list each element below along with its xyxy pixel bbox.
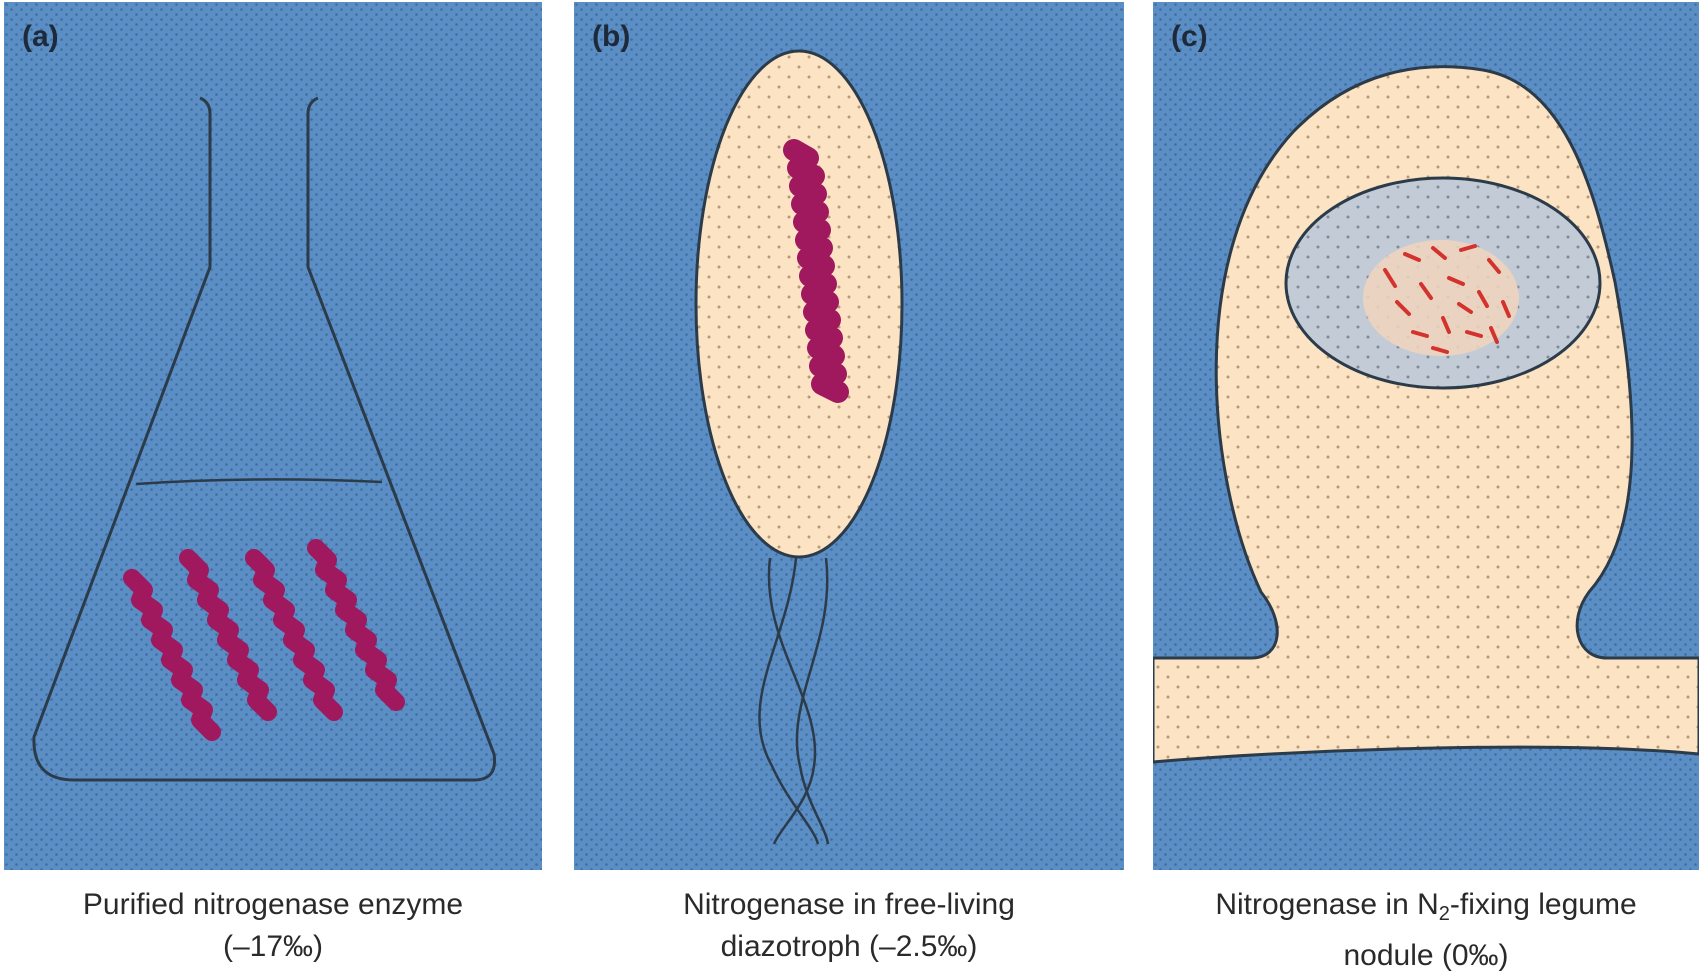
nodule-illustration — [1153, 2, 1699, 870]
panel-label: (a) — [22, 20, 59, 54]
caption-line: (–17‰) — [4, 926, 542, 968]
caption-purified-enzyme: Purified nitrogenase enzyme (–17‰) — [4, 884, 542, 968]
caption-line: nodule (0‰) — [1153, 935, 1699, 977]
caption-text-pre: Nitrogenase in N — [1215, 888, 1438, 921]
panel-legume-nodule: (c) — [1153, 2, 1699, 870]
caption-line: diazotroph (–2.5‰) — [574, 926, 1124, 968]
caption-line: Nitrogenase in free-living — [574, 884, 1124, 926]
panel-purified-enzyme: (a) — [4, 2, 542, 870]
flask-illustration — [4, 2, 542, 870]
caption-line: Purified nitrogenase enzyme — [4, 884, 542, 926]
panel-label: (c) — [1171, 20, 1208, 54]
caption-legume-nodule: Nitrogenase in N2-fixing legume nodule (… — [1153, 884, 1699, 977]
caption-free-living-diazotroph: Nitrogenase in free-living diazotroph (–… — [574, 884, 1124, 968]
subscript-2: 2 — [1439, 903, 1450, 925]
blue-background — [4, 2, 542, 870]
bacterial-cell — [696, 51, 902, 557]
panel-free-living-diazotroph: (b) — [574, 2, 1124, 870]
caption-text-post: -fixing legume — [1450, 888, 1637, 921]
caption-line: Nitrogenase in N2-fixing legume — [1153, 884, 1699, 935]
bacterium-illustration — [574, 2, 1124, 870]
panel-label: (b) — [592, 20, 630, 54]
